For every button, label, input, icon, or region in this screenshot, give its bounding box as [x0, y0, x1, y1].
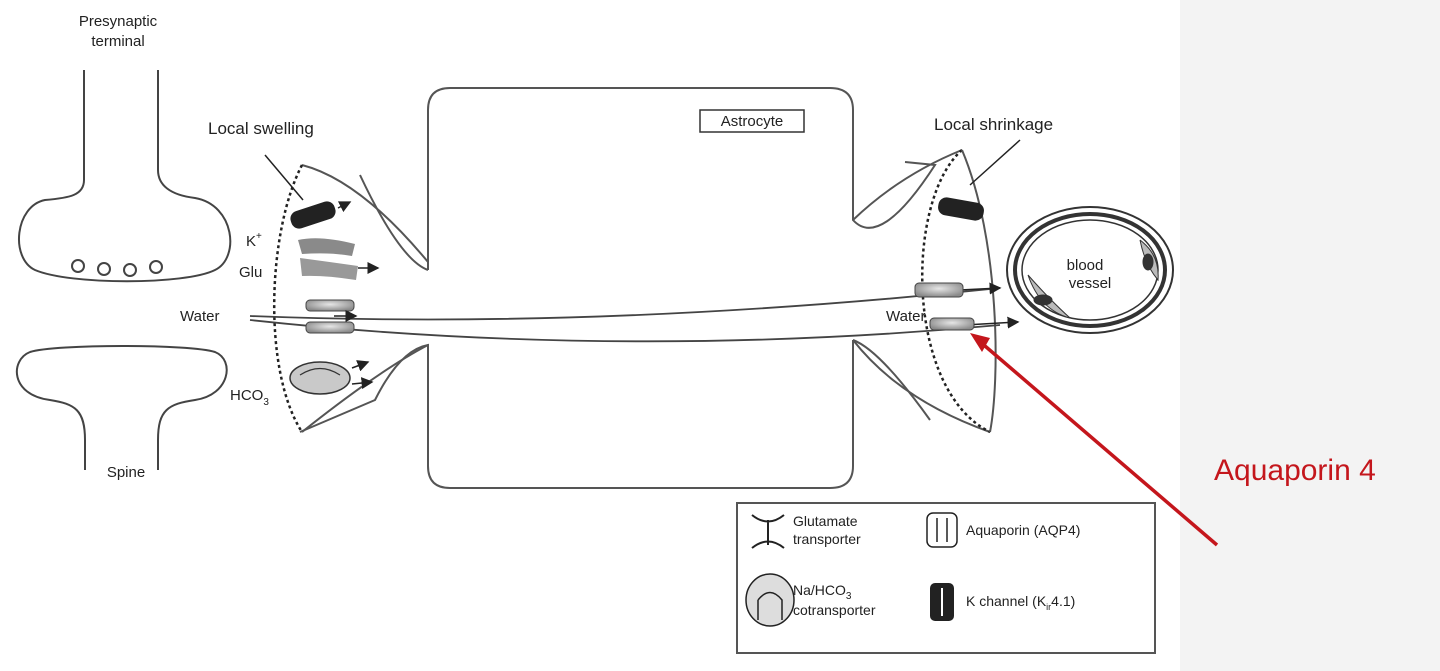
astrocyte-outline — [299, 87, 937, 489]
spine-outline — [15, 345, 228, 470]
right-process-outline — [852, 149, 991, 433]
legend-nahco3-subscript: 3 — [846, 591, 852, 602]
water-label-left: Water — [180, 308, 219, 325]
k-channel-icon — [930, 583, 954, 621]
k-channel-left — [290, 201, 352, 229]
glu-label: Glu — [239, 264, 262, 281]
nahco3-cotransporter-icon — [745, 573, 795, 627]
water-arrow-upper — [959, 282, 1002, 295]
aquaporin-right — [914, 282, 975, 331]
hco3-label: HCO3 — [230, 387, 269, 408]
astrocyte-label: Astrocyte — [721, 113, 784, 130]
slide-background — [1180, 0, 1440, 671]
presynaptic-label-line1: Presynaptic — [79, 13, 158, 30]
legend-kchannel-end: 4.1) — [1051, 593, 1075, 609]
astrocyte-label-box — [699, 109, 805, 133]
shrinkage-pointer — [969, 139, 1021, 186]
legend-kchannel: K channel (Kir4.1) — [966, 593, 1075, 612]
legend-box — [736, 502, 1156, 654]
blood-vessel — [1006, 206, 1174, 334]
local-shrinkage-label: Local shrinkage — [934, 115, 1053, 134]
water-flow-lower — [249, 319, 1001, 343]
legend-aquaporin: Aquaporin (AQP4) — [966, 522, 1080, 538]
legend-kchannel-text: K channel (K — [966, 593, 1047, 609]
hco3-subscript: 3 — [263, 397, 269, 408]
presynaptic-label-line2: terminal — [91, 33, 144, 50]
k-ion-label: K+ — [246, 231, 262, 250]
callout-arrowhead — [970, 333, 990, 352]
callout-arrow — [976, 338, 1219, 547]
k-ion-text: K — [246, 233, 256, 250]
aquaporin-4-callout: Aquaporin 4 — [1214, 454, 1376, 487]
legend: Glutamate transporter Aquaporin (AQP4) N… — [736, 502, 1156, 654]
local-swelling-label: Local swelling — [208, 119, 314, 138]
swelling-pointer — [264, 154, 304, 201]
glutamate-transporter-left — [298, 238, 380, 280]
legend-nahco3-text: Na/HCO — [793, 582, 846, 598]
water-label-right: Water — [886, 308, 925, 325]
blood-vessel-label-line1: blood — [1067, 257, 1104, 274]
right-process-inner-edge — [961, 149, 997, 433]
left-process-swelling — [272, 164, 304, 433]
legend-nahco3-line1: Na/HCO3 — [793, 582, 852, 602]
legend-nahco3-line2: cotransporter — [793, 602, 876, 618]
presynaptic-terminal — [18, 70, 232, 283]
aquaporin-icon — [926, 512, 958, 548]
aquaporin-left — [305, 299, 358, 334]
k-ion-superscript: + — [256, 231, 262, 242]
hco3-text: HCO — [230, 387, 263, 404]
k-channel-right — [938, 197, 984, 221]
legend-glutamate-line2: transporter — [793, 531, 861, 547]
nahco3-cotransporter-left — [289, 360, 374, 395]
legend-kchannel-subscript: ir — [1046, 602, 1051, 612]
spine-label: Spine — [107, 464, 145, 481]
blood-vessel-label-line2: vessel — [1069, 275, 1112, 292]
glutamate-transporter-icon — [751, 514, 785, 549]
legend-glutamate-line1: Glutamate — [793, 513, 858, 529]
